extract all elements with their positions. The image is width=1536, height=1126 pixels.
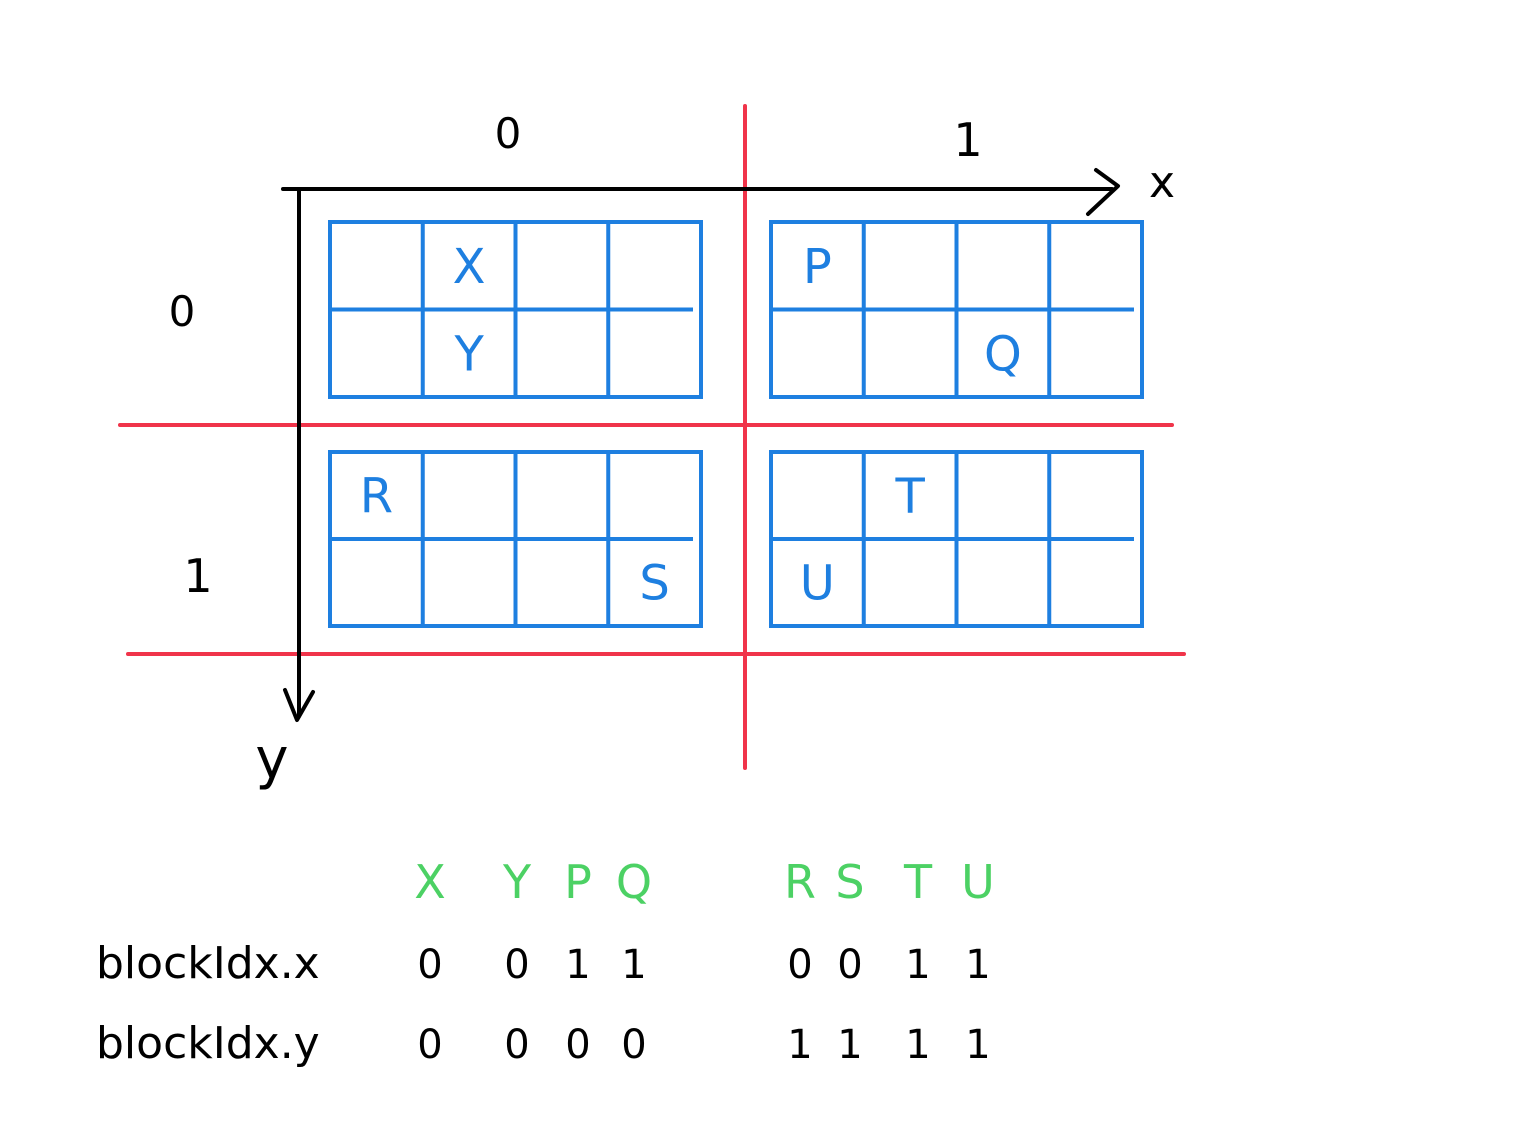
thread-label-s: S <box>639 556 669 612</box>
thread-label-p: P <box>803 239 832 295</box>
thread-cell <box>771 452 864 539</box>
y-axis-label: y <box>255 727 288 792</box>
table-cell: 0 <box>565 1022 590 1068</box>
table-cell: 1 <box>905 1022 930 1068</box>
table-cell: 1 <box>837 1022 862 1068</box>
thread-label-r: R <box>360 469 393 525</box>
thread-cell <box>330 222 423 310</box>
block-1-0: PQ <box>769 220 1144 399</box>
x-axis-arrowhead <box>1086 168 1120 216</box>
table-cell: 0 <box>787 942 812 988</box>
block-dividers <box>118 104 1186 770</box>
y-axis-arrowhead <box>283 688 315 722</box>
thread-cell <box>1049 452 1142 539</box>
thread-cell <box>1049 222 1142 310</box>
table-cell: 0 <box>621 1022 646 1068</box>
table-header-t: T <box>903 855 933 909</box>
thread-cell <box>330 539 423 626</box>
table-header-q: Q <box>616 855 652 909</box>
thread-cell <box>957 452 1050 539</box>
table-cell: 1 <box>905 942 930 988</box>
x-axis-label: x <box>1149 157 1175 208</box>
y-block-label-1: 1 <box>183 549 212 603</box>
table-header-x: X <box>414 855 446 909</box>
table-cell: 1 <box>965 942 990 988</box>
table-header-p: P <box>564 855 592 909</box>
table-cell: 1 <box>965 1022 990 1068</box>
thread-cell <box>608 452 701 539</box>
thread-cell <box>864 310 957 398</box>
table-cell: 1 <box>787 1022 812 1068</box>
table-cell: 0 <box>504 1022 529 1068</box>
x-block-label-0: 0 <box>495 109 522 158</box>
thread-cell <box>516 310 609 398</box>
thread-label-t: T <box>894 469 925 525</box>
table-cell: 1 <box>565 942 590 988</box>
block-0-0: XY <box>328 220 703 399</box>
table-header-s: S <box>835 855 864 909</box>
table-row-label: blockIdx.y <box>96 1018 320 1069</box>
thread-cell <box>1049 310 1142 398</box>
table-header-y: Y <box>502 855 532 909</box>
table-row-label: blockIdx.x <box>96 938 320 989</box>
thread-cell <box>516 452 609 539</box>
table-cell: 1 <box>621 942 646 988</box>
thread-label-u: U <box>800 556 835 612</box>
thread-cell <box>864 222 957 310</box>
thread-cell <box>864 539 957 626</box>
thread-cell <box>957 222 1050 310</box>
thread-cell <box>1049 539 1142 626</box>
thread-label-y: Y <box>453 326 484 382</box>
thread-cell <box>608 222 701 310</box>
thread-cell <box>423 452 516 539</box>
x-block-label-1: 1 <box>953 113 982 167</box>
table-header-r: R <box>784 855 816 909</box>
table-header-u: U <box>961 855 995 909</box>
thread-cell <box>608 310 701 398</box>
table-cell: 0 <box>417 1022 442 1068</box>
table-cell: 0 <box>837 942 862 988</box>
axes <box>281 168 1120 722</box>
thread-cell <box>423 539 516 626</box>
thread-cell <box>957 539 1050 626</box>
thread-cell <box>516 539 609 626</box>
block-1-1: TU <box>769 450 1144 628</box>
thread-cell <box>516 222 609 310</box>
block-0-1: RS <box>328 450 703 628</box>
thread-label-x: X <box>453 239 486 295</box>
thread-cell <box>771 310 864 398</box>
table-cell: 0 <box>417 942 442 988</box>
y-block-label-0: 0 <box>169 287 196 336</box>
thread-label-q: Q <box>984 326 1022 382</box>
table-cell: 0 <box>504 942 529 988</box>
thread-cell <box>330 310 423 398</box>
